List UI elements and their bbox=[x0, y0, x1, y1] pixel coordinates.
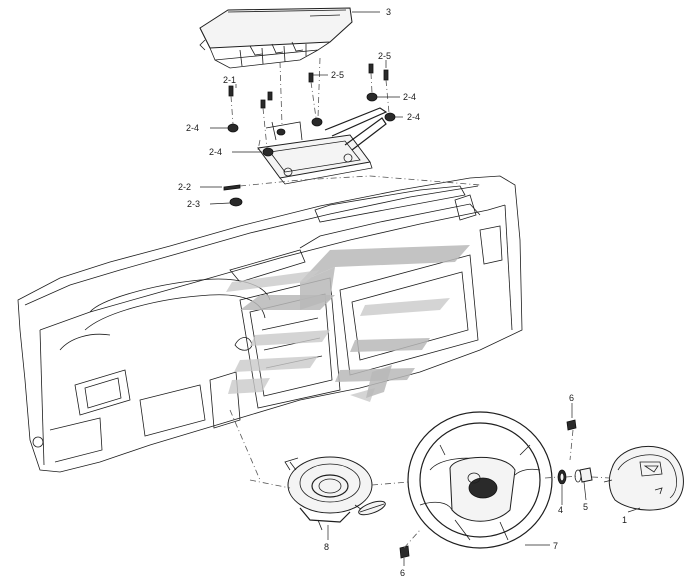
leader-lines bbox=[200, 11, 641, 566]
callout-5: 5 bbox=[583, 502, 588, 512]
callout-2-4-left: 2-4 bbox=[186, 123, 199, 133]
small-parts bbox=[399, 419, 593, 559]
assembly-lines bbox=[229, 409, 611, 549]
callout-2-3: 2-3 bbox=[187, 199, 200, 209]
callout-1: 1 bbox=[622, 515, 627, 525]
fasteners-lower bbox=[223, 175, 481, 207]
callout-6-upper: 6 bbox=[569, 393, 574, 403]
callout-labels: 3 2-5 2-5 2-1 2-4 2-4 2-4 2-4 2-2 2-3 6 … bbox=[178, 7, 627, 578]
callout-2-4-bracket: 2-4 bbox=[209, 147, 222, 157]
steering-wheel bbox=[407, 411, 553, 549]
airbag-mounting-bracket bbox=[257, 107, 388, 185]
callout-2-5-middle: 2-5 bbox=[331, 70, 344, 80]
callout-8: 8 bbox=[324, 542, 329, 552]
callout-6-lower: 6 bbox=[400, 568, 405, 578]
passenger-airbag-module bbox=[199, 7, 353, 69]
callout-7: 7 bbox=[553, 541, 558, 551]
driver-airbag bbox=[603, 445, 684, 511]
callout-2-2: 2-2 bbox=[178, 182, 191, 192]
fasteners-bracket bbox=[227, 57, 396, 157]
callout-2-4-right-lower: 2-4 bbox=[407, 112, 420, 122]
clock-spring bbox=[284, 456, 386, 531]
callout-4: 4 bbox=[558, 505, 563, 515]
callout-2-1: 2-1 bbox=[223, 75, 236, 85]
watermark-logo bbox=[226, 245, 470, 402]
callout-2-5-upper: 2-5 bbox=[378, 51, 391, 61]
callout-3: 3 bbox=[386, 7, 391, 17]
callout-2-4-right-upper: 2-4 bbox=[403, 92, 416, 102]
dashboard-panel bbox=[17, 175, 523, 473]
